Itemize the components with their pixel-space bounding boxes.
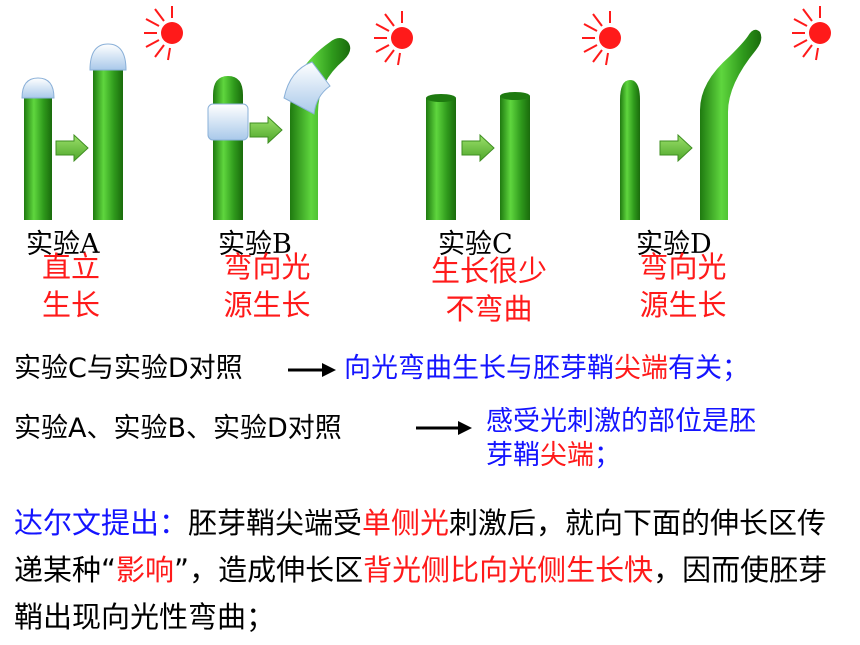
coleoptile-stem xyxy=(213,76,243,220)
arrow-right-icon xyxy=(461,134,495,162)
experiment-c-label: 实验C xyxy=(438,229,513,260)
bent-coleoptile xyxy=(700,29,762,220)
opaque-cap xyxy=(89,43,127,71)
experiment-diagram xyxy=(21,5,832,220)
conclusion-2-result: 感受光刺激的部位是胚 芽鞘尖端； xyxy=(486,406,756,471)
arrow-right-icon xyxy=(659,134,693,162)
experiment-b-result: 弯向光 源生长 xyxy=(223,250,311,322)
experiment-b-label: 实验B xyxy=(218,229,292,260)
coleoptile-stem xyxy=(24,92,52,220)
experiment-c-result: 生长很少 不弯曲 xyxy=(430,254,547,326)
arrow-right-icon xyxy=(249,116,283,144)
opaque-cap xyxy=(21,77,55,99)
sun-icon xyxy=(791,5,832,61)
conclusion-1-result: 向光弯曲生长与胚芽鞘尖端有关； xyxy=(344,353,749,384)
decapitated-coleoptile xyxy=(426,98,456,220)
darwin-paragraph: 达尔文提出：胚芽鞘尖端受单侧光刺激后，就向下面的伸长区传递某种“影响”，造成伸长… xyxy=(14,506,828,634)
experiment-b-illustration xyxy=(207,38,351,220)
experiment-d-illustration xyxy=(620,29,762,220)
bent-coleoptile xyxy=(290,38,351,220)
arrow-right-icon xyxy=(288,363,336,377)
experiment-a-illustration xyxy=(21,43,127,220)
experiment-d-label: 实验D xyxy=(636,229,712,260)
transparent-sleeve xyxy=(283,61,331,115)
coleoptile-stem xyxy=(93,65,123,220)
conclusion-2-premise: 实验A、实验B、实验D对照 xyxy=(14,413,342,444)
experiment-a-result: 直立 生长 xyxy=(41,250,100,322)
experiment-a-label: 实验A xyxy=(26,229,100,260)
decapitated-coleoptile xyxy=(500,96,530,220)
conclusion-1-premise: 实验C与实验D对照 xyxy=(14,353,243,384)
transparent-sleeve xyxy=(207,103,249,141)
coleoptile-stem xyxy=(620,80,640,220)
sun-icon xyxy=(143,5,184,61)
sun-icon xyxy=(373,10,414,66)
sun-icon xyxy=(581,10,622,66)
experiment-c-illustration xyxy=(426,92,530,220)
arrow-right-icon xyxy=(416,421,472,435)
experiment-d-result: 弯向光 源生长 xyxy=(639,250,727,322)
arrow-right-icon xyxy=(55,134,89,162)
